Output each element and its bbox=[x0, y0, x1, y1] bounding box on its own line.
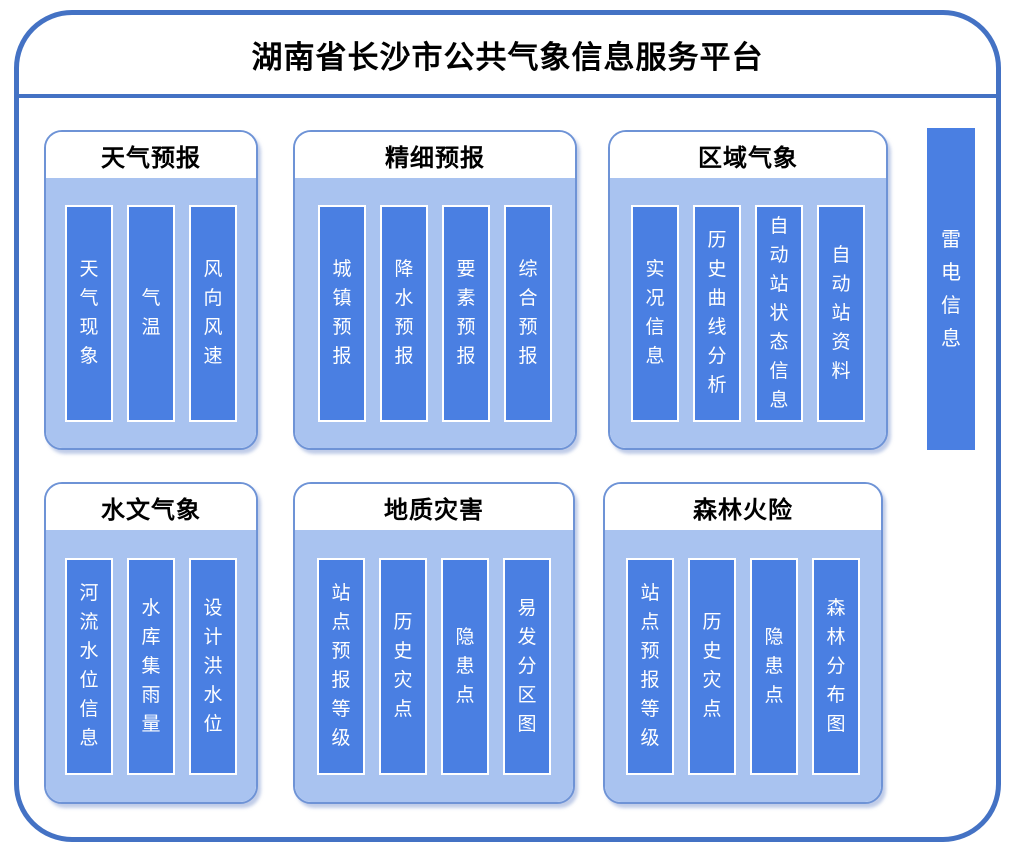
bar-item: 易发分区图 bbox=[503, 557, 551, 775]
panel-weather-forecast: 天气预报 天气现象 气温 风向风速 bbox=[44, 130, 258, 450]
lightning-info-label: 雷电信息 bbox=[941, 228, 961, 350]
bar-item: 自动站资料 bbox=[817, 204, 865, 422]
panel-hydrology-weather-title: 水文气象 bbox=[46, 484, 256, 530]
bar-item: 设计洪水位 bbox=[189, 557, 237, 775]
bar-item: 站点预报等级 bbox=[626, 557, 674, 775]
bar-item-label: 水库集雨量 bbox=[141, 597, 161, 735]
bar-item: 历史曲线分析 bbox=[693, 204, 741, 422]
panel-geological-disaster: 地质灾害 站点预报等级 历史灾点 隐患点 易发分区图 bbox=[293, 482, 575, 804]
bar-item: 气温 bbox=[127, 204, 175, 422]
lightning-info-bar: 雷电信息 bbox=[927, 128, 975, 450]
bar-item: 要素预报 bbox=[442, 204, 490, 422]
panel-regional-weather-body: 实况信息 历史曲线分析 自动站状态信息 自动站资料 bbox=[610, 178, 886, 448]
bar-item-label: 自动站状态信息 bbox=[769, 215, 789, 411]
panel-hydrology-weather-body: 河流水位信息 水库集雨量 设计洪水位 bbox=[46, 530, 256, 802]
bar-item-label: 历史曲线分析 bbox=[707, 230, 727, 396]
panel-geological-disaster-body: 站点预报等级 历史灾点 隐患点 易发分区图 bbox=[295, 530, 573, 802]
bar-item: 隐患点 bbox=[441, 557, 489, 775]
panel-forest-fire-body: 站点预报等级 历史灾点 隐患点 森林分布图 bbox=[605, 530, 881, 802]
bar-item: 城镇预报 bbox=[318, 204, 366, 422]
bar-item-label: 综合预报 bbox=[518, 259, 538, 367]
bar-item-label: 森林分布图 bbox=[826, 597, 846, 735]
bar-item-label: 自动站资料 bbox=[831, 244, 851, 382]
bar-item: 自动站状态信息 bbox=[755, 204, 803, 422]
page-title: 湖南省长沙市公共气象信息服务平台 bbox=[251, 40, 764, 75]
panel-forest-fire: 森林火险 站点预报等级 历史灾点 隐患点 森林分布图 bbox=[603, 482, 883, 804]
bar-item-label: 隐患点 bbox=[764, 626, 784, 706]
bar-item-label: 天气现象 bbox=[79, 259, 99, 367]
panel-hydrology-weather: 水文气象 河流水位信息 水库集雨量 设计洪水位 bbox=[44, 482, 258, 804]
bar-item-label: 河流水位信息 bbox=[79, 583, 99, 749]
bar-item-label: 降水预报 bbox=[394, 259, 414, 367]
bar-item: 历史灾点 bbox=[688, 557, 736, 775]
panel-forest-fire-title: 森林火险 bbox=[605, 484, 881, 530]
bar-item-label: 气温 bbox=[141, 288, 161, 338]
panel-fine-forecast-title: 精细预报 bbox=[295, 132, 575, 178]
bar-item-label: 城镇预报 bbox=[332, 259, 352, 367]
bar-item: 隐患点 bbox=[750, 557, 798, 775]
bar-item-label: 站点预报等级 bbox=[331, 583, 351, 749]
bar-item: 降水预报 bbox=[380, 204, 428, 422]
bar-item: 历史灾点 bbox=[379, 557, 427, 775]
bar-item-label: 历史灾点 bbox=[393, 612, 413, 720]
bar-item: 河流水位信息 bbox=[65, 557, 113, 775]
bar-item: 风向风速 bbox=[189, 204, 237, 422]
bar-item-label: 隐患点 bbox=[455, 626, 475, 706]
bar-item-label: 要素预报 bbox=[456, 259, 476, 367]
panel-weather-forecast-body: 天气现象 气温 风向风速 bbox=[46, 178, 256, 448]
bar-item-label: 风向风速 bbox=[203, 259, 223, 367]
panel-weather-forecast-title: 天气预报 bbox=[46, 132, 256, 178]
panel-regional-weather: 区域气象 实况信息 历史曲线分析 自动站状态信息 自动站资料 bbox=[608, 130, 888, 450]
bar-item: 实况信息 bbox=[631, 204, 679, 422]
panel-fine-forecast: 精细预报 城镇预报 降水预报 要素预报 综合预报 bbox=[293, 130, 577, 450]
bar-item: 站点预报等级 bbox=[317, 557, 365, 775]
bar-item: 森林分布图 bbox=[812, 557, 860, 775]
bar-item-label: 历史灾点 bbox=[702, 612, 722, 720]
platform-frame: 湖南省长沙市公共气象信息服务平台 天气预报 天气现象 气温 风向风速 精细预报 … bbox=[14, 10, 1001, 842]
panel-geological-disaster-title: 地质灾害 bbox=[295, 484, 573, 530]
bar-item: 天气现象 bbox=[65, 204, 113, 422]
bar-item: 综合预报 bbox=[504, 204, 552, 422]
panel-fine-forecast-body: 城镇预报 降水预报 要素预报 综合预报 bbox=[295, 178, 575, 448]
bar-item-label: 设计洪水位 bbox=[203, 597, 223, 735]
bar-item-label: 实况信息 bbox=[645, 259, 665, 367]
panel-regional-weather-title: 区域气象 bbox=[610, 132, 886, 178]
bar-item-label: 易发分区图 bbox=[517, 597, 537, 735]
title-band: 湖南省长沙市公共气象信息服务平台 bbox=[19, 15, 996, 98]
bar-item: 水库集雨量 bbox=[127, 557, 175, 775]
bar-item-label: 站点预报等级 bbox=[640, 583, 660, 749]
